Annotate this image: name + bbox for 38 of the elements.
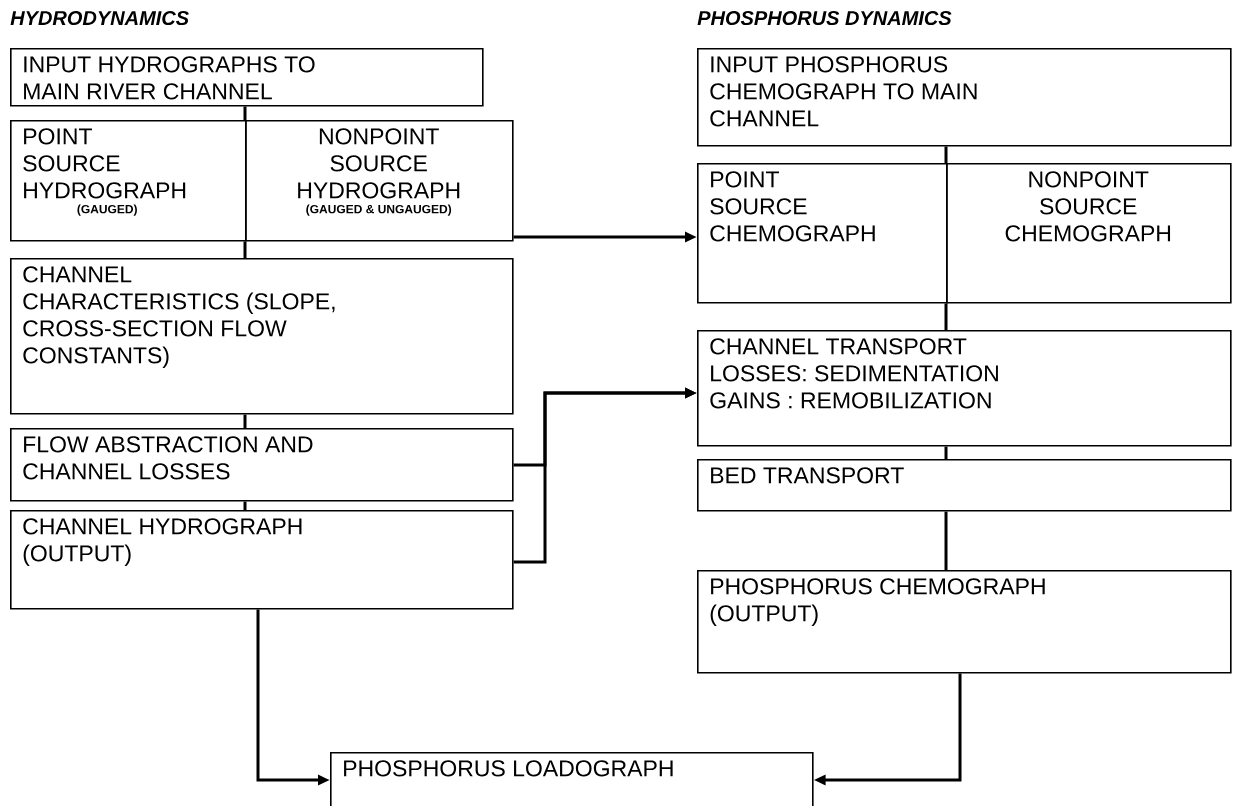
node-label: PHOSPHORUS CHEMOGRAPH (OUTPUT) <box>710 578 1045 627</box>
process-box <box>10 48 484 107</box>
process-box <box>697 570 1232 674</box>
process-box <box>697 163 948 304</box>
connector-line <box>243 501 247 510</box>
section-heading: HYDRODYNAMICS <box>10 10 189 26</box>
node-label: CHANNEL HYDROGRAPH (OUTPUT) <box>23 518 302 567</box>
connector-line <box>944 302 948 332</box>
process-box <box>10 120 247 242</box>
process-box <box>946 163 1232 304</box>
process-box <box>697 459 1232 512</box>
node-label: CHANNEL CHARACTERISTICS (SLOPE, CROSS-SECTION FLOW CONSTANTS) <box>23 266 335 369</box>
node-label: POINT SOURCE CHEMOGRAPH <box>710 171 875 242</box>
connector-line <box>944 145 948 165</box>
node-label: PHOSPHORUS LOADOGRAPH <box>344 760 673 777</box>
node-label: BED TRANSPORT <box>711 467 904 484</box>
connector-line <box>944 446 948 459</box>
process-box <box>10 258 514 415</box>
connector-line <box>243 240 247 260</box>
node-label: (GAUGED & UNGAUGED) <box>306 204 452 216</box>
connector-line <box>243 414 247 428</box>
node-label: (GAUGED) <box>77 204 137 216</box>
process-box <box>697 330 1232 447</box>
process-box <box>330 752 814 806</box>
node-label: CHANNEL TRANSPORT LOSSES: SEDIMENTATION GAINS : REMOBILIZATION <box>710 338 998 409</box>
node-label: NONPOINT SOURCE CHEMOGRAPH <box>1005 171 1171 242</box>
process-box <box>10 428 514 502</box>
node-label: NONPOINT SOURCE HYDROGRAPH <box>298 128 460 199</box>
node-label: INPUT PHOSPHORUS CHEMOGRAPH TO MAIN CHANNEL <box>710 56 977 127</box>
process-box <box>245 120 514 242</box>
section-heading: PHOSPHORUS DYNAMICS <box>697 10 952 26</box>
process-box <box>10 510 514 610</box>
node-label: INPUT HYDROGRAPHS TO MAIN RIVER CHANNEL <box>24 56 315 100</box>
node-label: POINT SOURCE HYDROGRAPH <box>23 128 186 199</box>
connector-line <box>243 105 247 122</box>
connector-line <box>944 511 948 570</box>
node-label: FLOW ABSTRACTION AND CHANNEL LOSSES <box>23 436 313 480</box>
process-box <box>697 48 1232 147</box>
